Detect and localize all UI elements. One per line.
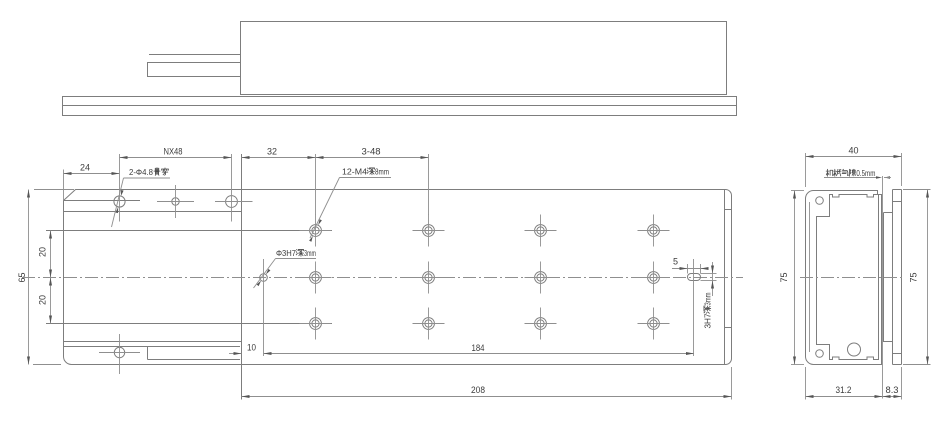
svg-text:5: 5 <box>673 257 678 267</box>
svg-text:20: 20 <box>38 247 48 257</box>
svg-text:8mm: 8mm <box>375 167 389 177</box>
svg-text:40: 40 <box>849 146 859 156</box>
svg-text:2-Φ4.8: 2-Φ4.8 <box>129 167 153 177</box>
svg-text:8.3: 8.3 <box>886 385 899 395</box>
svg-text:32: 32 <box>267 147 277 157</box>
svg-text:12-M4: 12-M4 <box>342 167 367 177</box>
svg-text:75: 75 <box>909 273 919 283</box>
svg-text:184: 184 <box>472 343 485 353</box>
svg-text:24: 24 <box>80 163 90 173</box>
svg-text:20: 20 <box>38 295 48 305</box>
svg-text:0.5mm: 0.5mm <box>856 168 875 178</box>
svg-text:3mm: 3mm <box>304 248 316 258</box>
svg-text:31.2: 31.2 <box>836 385 852 395</box>
svg-text:65: 65 <box>17 273 27 283</box>
svg-text:10: 10 <box>247 343 256 353</box>
svg-text:75: 75 <box>779 273 789 283</box>
svg-text:208: 208 <box>471 385 485 395</box>
svg-text:3H7: 3H7 <box>704 313 713 329</box>
svg-text:3mm: 3mm <box>704 292 713 305</box>
svg-text:Φ3H7: Φ3H7 <box>276 248 296 258</box>
svg-text:3-48: 3-48 <box>362 147 381 157</box>
svg-text:NX48: NX48 <box>164 147 183 157</box>
